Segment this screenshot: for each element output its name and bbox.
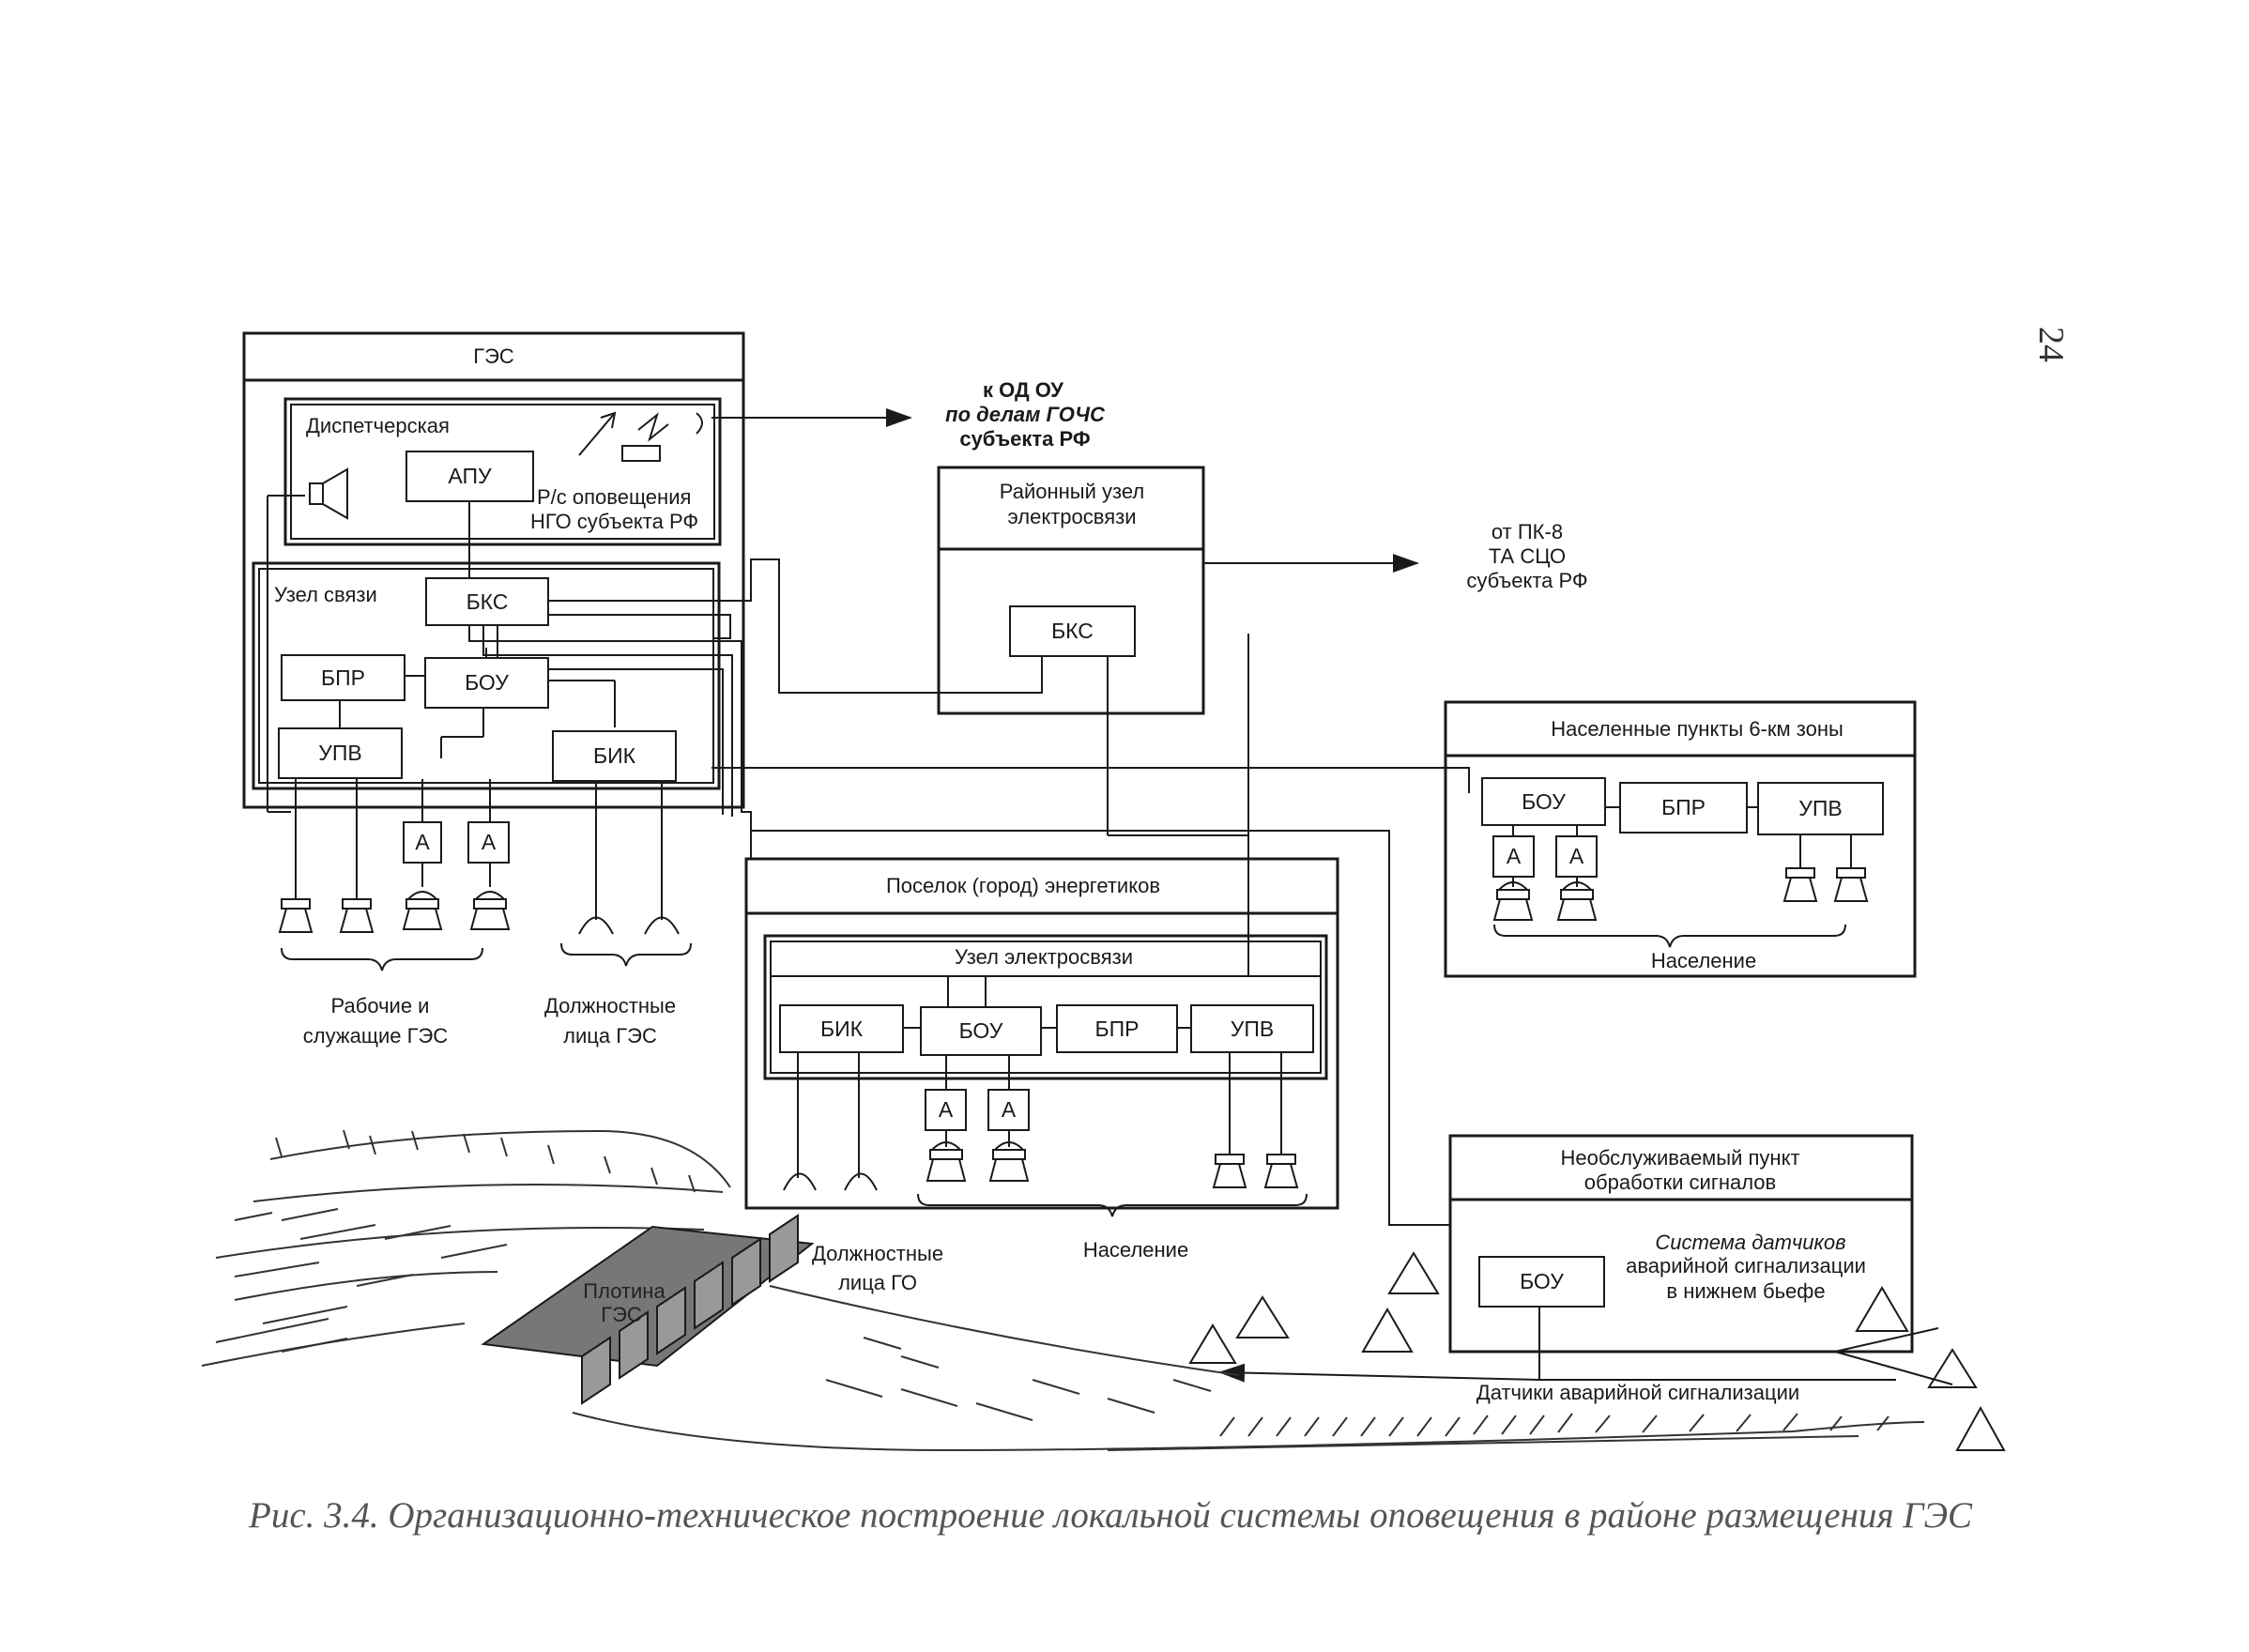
figure-caption: Рис. 3.4. Организационно-техническое пос… — [249, 1495, 1973, 1536]
town-amp-1: А — [925, 1089, 967, 1131]
district-node-line2: электросвязи — [1007, 505, 1137, 528]
town-officials-line2: лица ГО — [838, 1271, 917, 1294]
zone-bou-box: БОУ — [1481, 777, 1606, 826]
town-dome-speaker-1 — [926, 1141, 967, 1182]
dam-label-line1: Плотина — [583, 1279, 666, 1303]
od-ou-line2: по делам ГОЧС — [945, 403, 1105, 426]
zone-speaker-1 — [1782, 867, 1818, 902]
ges-phone-2 — [644, 916, 680, 935]
radio-label-line2: НГО субъекта РФ — [530, 510, 699, 533]
town-phone-1 — [783, 1172, 817, 1191]
dam-label-line2: ГЭС — [601, 1303, 642, 1326]
town-dome-speaker-2 — [988, 1141, 1030, 1182]
sensors-line1: Система датчиков — [1655, 1231, 1846, 1254]
town-upv-box: УПВ — [1190, 1004, 1314, 1053]
town-frame — [744, 857, 1339, 1210]
terrain-sketch — [201, 1129, 1925, 1452]
district-node-line1: Районный узел — [999, 480, 1145, 503]
sensor-icon-6 — [1927, 1348, 1978, 1388]
unattended-line2: обработки сигналов — [1583, 1170, 1777, 1194]
town-speaker-2 — [1263, 1154, 1299, 1188]
town-bpr-box: БПР — [1056, 1004, 1178, 1053]
town-phone-2 — [844, 1172, 878, 1191]
horn-icon — [309, 467, 348, 520]
sensor-icon-4 — [1387, 1251, 1440, 1294]
ges-dome-speaker-2 — [469, 891, 511, 930]
ges-frame — [242, 331, 745, 809]
ges-upv-box: УПВ — [278, 727, 403, 779]
ges-officials-line1: Должностные — [543, 994, 677, 1017]
ges-bou-box: БОУ — [424, 657, 549, 709]
town-population: Население — [1082, 1238, 1189, 1262]
town-officials-line1: Должностные — [811, 1242, 944, 1265]
ges-title: ГЭС — [473, 344, 514, 368]
town-node-title: Узел электросвязи — [955, 945, 1133, 969]
od-ou-line3: субъекта РФ — [959, 427, 1091, 451]
dispatch-title: Диспетчерская — [306, 414, 450, 437]
town-node-frame — [763, 934, 1328, 1080]
ges-amp-2: А — [467, 821, 510, 864]
ges-dome-speaker-1 — [402, 891, 443, 930]
town-bou-box: БОУ — [920, 1006, 1042, 1056]
zone-amp-1: А — [1492, 835, 1535, 878]
sensors-line2: аварийной сигнализации — [1626, 1254, 1866, 1277]
zone-amp-2: А — [1555, 835, 1598, 878]
pk8-line2: ТА СЦО — [1488, 544, 1567, 568]
unattended-frame — [1448, 1134, 1914, 1354]
alarm-sensors-label: Датчики аварийной сигнализации — [1476, 1381, 1800, 1404]
sensor-icon-5 — [1855, 1286, 1909, 1332]
sensors-line3: в нижнем бьефе — [1666, 1279, 1826, 1303]
sensor-icon-2 — [1235, 1295, 1290, 1338]
ges-bks-box: БКС — [425, 577, 549, 626]
zone-population: Население — [1650, 949, 1757, 972]
zone-upv-box: УПВ — [1757, 782, 1884, 835]
ges-phone-1 — [578, 916, 614, 935]
ges-speaker-2 — [339, 898, 375, 933]
town-speaker-1 — [1212, 1154, 1247, 1188]
apu-box: АПУ — [405, 451, 534, 502]
comm-node-title: Узел связи — [274, 583, 377, 606]
pk8-line1: от ПК-8 — [1491, 520, 1564, 543]
unattended-bou-box: БОУ — [1478, 1256, 1605, 1308]
district-bks-box: БКС — [1009, 605, 1136, 657]
sensor-icon-1 — [1188, 1323, 1237, 1364]
od-ou-line1: к ОД ОУ — [983, 378, 1063, 402]
dam-icon — [481, 1214, 815, 1405]
town-title: Поселок (город) энергетиков — [885, 874, 1161, 897]
workers-line1: Рабочие и — [330, 994, 430, 1017]
unattended-line1: Необслуживаемый пункт — [1560, 1146, 1800, 1170]
sensor-icon-3 — [1361, 1308, 1414, 1353]
district-node-frame — [937, 466, 1205, 715]
ges-bpr-box: БПР — [281, 654, 405, 701]
ges-speaker-1 — [278, 898, 314, 933]
radio-label-line1: Р/с оповещения — [537, 485, 692, 509]
ges-bik-box: БИК — [552, 730, 677, 782]
ges-amp-1: А — [403, 821, 442, 864]
zone-frame — [1444, 700, 1917, 978]
zone-title: Населенные пункты 6-км зоны — [1551, 717, 1844, 741]
page-number: 24 — [2031, 327, 2071, 362]
town-bik-box: БИК — [779, 1004, 904, 1053]
pk8-line3: субъекта РФ — [1466, 569, 1588, 592]
zone-speaker-2 — [1833, 867, 1869, 902]
workers-line2: служащие ГЭС — [302, 1024, 449, 1048]
zone-dome-speaker-2 — [1556, 881, 1598, 921]
dispatch-frame — [283, 397, 722, 546]
sensor-icon-7 — [1955, 1405, 2006, 1451]
comm-node-frame — [252, 561, 721, 790]
ges-officials-line2: лица ГЭС — [563, 1024, 657, 1048]
antenna-icon — [578, 411, 669, 462]
zone-bpr-box: БПР — [1619, 782, 1748, 834]
zone-dome-speaker-1 — [1492, 881, 1534, 921]
town-amp-2: А — [987, 1089, 1030, 1131]
